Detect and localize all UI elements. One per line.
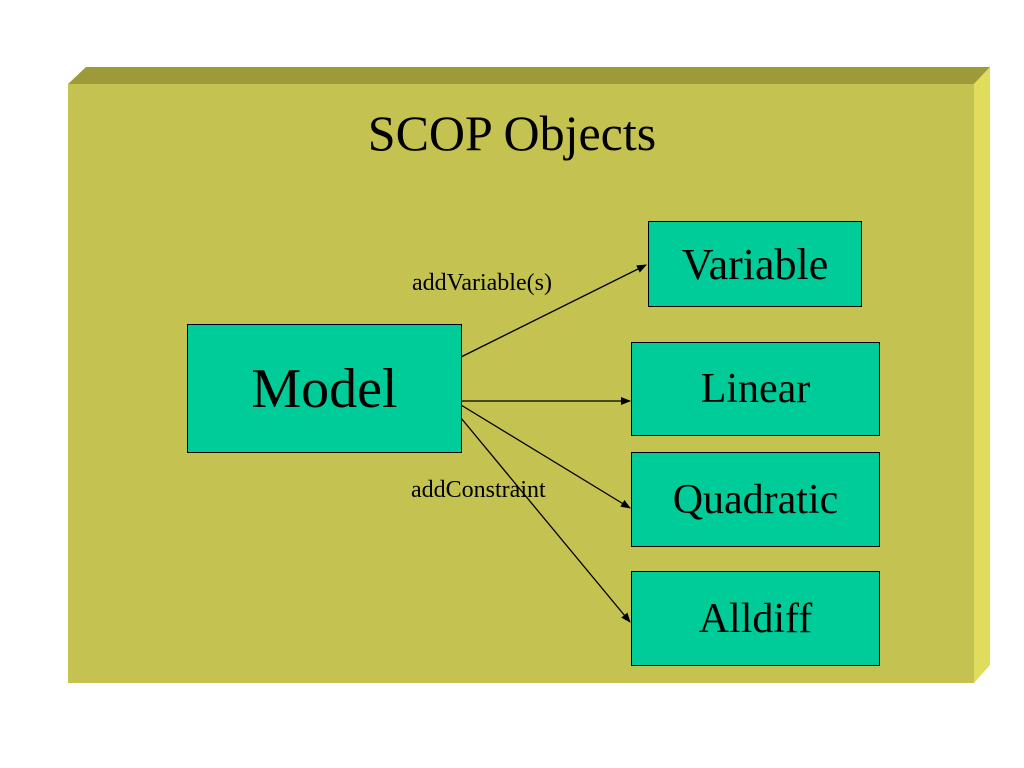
node-linear-label: Linear [700, 366, 811, 412]
edge-model-variable [460, 264, 647, 358]
node-variable-label: Variable [681, 239, 829, 289]
node-quadratic[interactable]: Quadratic [631, 452, 880, 547]
node-variable[interactable]: Variable [648, 221, 862, 307]
panel-top-bevel [68, 67, 990, 84]
edge-model-alldiff [460, 417, 631, 623]
node-alldiff[interactable]: Alldiff [631, 571, 880, 666]
panel-side-bevel [974, 67, 990, 683]
node-linear[interactable]: Linear [631, 342, 880, 436]
edge-label-add-variables: addVariable(s) [412, 270, 552, 296]
edge-model-quadratic [460, 404, 631, 509]
edge-label-add-constraint: addConstraint [411, 477, 546, 503]
slide-title: SCOP Objects [367, 105, 657, 161]
node-model[interactable]: Model [187, 324, 462, 453]
node-quadratic-label: Quadratic [672, 476, 839, 523]
node-model-label: Model [251, 357, 398, 420]
node-alldiff-label: Alldiff [698, 595, 813, 642]
